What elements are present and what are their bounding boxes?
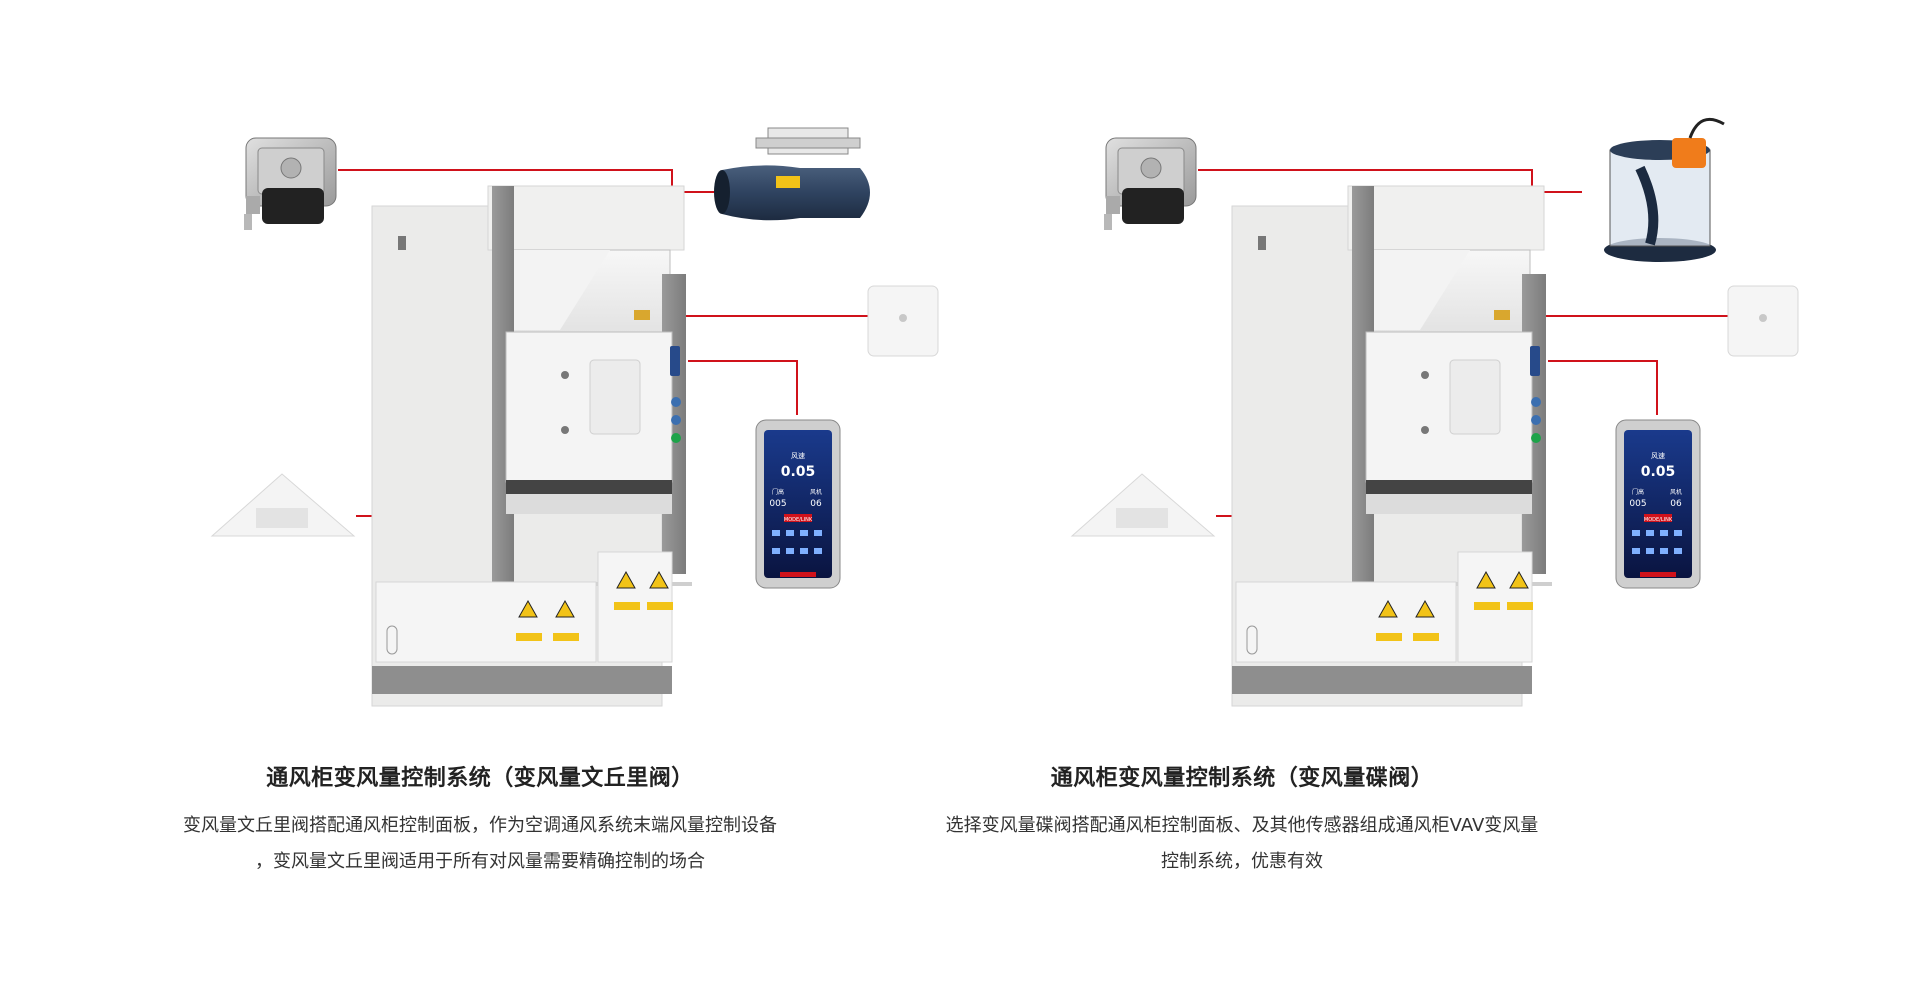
controller-door-value: 005 xyxy=(1629,499,1646,509)
controller-door-label: 门高 xyxy=(1632,488,1644,496)
presence-sensor-icon xyxy=(210,473,356,537)
description-butterfly-line2: 控制系统，优惠有效 xyxy=(1161,851,1323,872)
description-butterfly-line1: 选择变风量碟阀搭配通风柜控制面板、及其他传感器组成通风柜VAV变风量 xyxy=(945,815,1539,836)
differential-pressure-sensor-icon xyxy=(1104,137,1197,230)
panel-butterfly: 风速 0.05 门高 风机 005 06 MODE/LINK 通风柜变风量控制系… xyxy=(860,0,1820,1000)
controller-door-value: 005 xyxy=(769,499,786,509)
diagram-venturi-system: 风速 0.05 门高 风机 005 06 MODE/LINK xyxy=(210,127,939,707)
controller-mode-button: MODE/LINK xyxy=(1644,517,1673,523)
controller-reading-label: 风速 xyxy=(1651,452,1665,460)
panel-venturi: 风速 0.05 门高 风机 005 06 MODE/LINK 通风柜变风量控制系… xyxy=(100,127,939,880)
title-venturi: 通风柜变风量控制系统（变风量文丘里阀） xyxy=(266,766,694,791)
fume-hood-cabinet xyxy=(1231,185,1552,707)
differential-pressure-sensor-icon xyxy=(244,137,337,230)
caption-venturi: 通风柜变风量控制系统（变风量文丘里阀） 变风量文丘里阀搭配通风柜控制面板，作为空… xyxy=(100,760,860,880)
controller-door-label: 门高 xyxy=(772,488,784,496)
control-panel-device: 风速 0.05 门高 风机 005 06 MODE/LINK xyxy=(755,419,841,589)
venturi-valve-icon xyxy=(714,127,870,221)
title-butterfly: 通风柜变风量控制系统（变风量碟阀） xyxy=(1050,766,1434,791)
airflow-sensor-icon xyxy=(1727,285,1799,357)
controller-reading-label: 风速 xyxy=(791,452,805,460)
controller-mode-button: MODE/LINK xyxy=(784,517,813,523)
controller-fan-label: 风机 xyxy=(1670,488,1682,496)
airflow-sensor-icon xyxy=(867,285,939,357)
controller-fan-value: 06 xyxy=(1670,499,1682,509)
diagram-butterfly-system: 风速 0.05 门高 风机 005 06 MODE/LINK xyxy=(1070,117,1799,707)
fume-hood-cabinet xyxy=(371,185,692,707)
butterfly-valve-icon xyxy=(1604,117,1725,262)
controller-fan-label: 风机 xyxy=(810,488,822,496)
description-venturi-line1: 变风量文丘里阀搭配通风柜控制面板，作为空调通风系统末端风量控制设备 xyxy=(183,815,777,836)
caption-butterfly: 通风柜变风量控制系统（变风量碟阀） 选择变风量碟阀搭配通风柜控制面板、及其他传感… xyxy=(862,760,1622,880)
control-panel-device: 风速 0.05 门高 风机 005 06 MODE/LINK xyxy=(1615,419,1701,589)
controller-reading-value: 0.05 xyxy=(781,464,816,480)
controller-reading-value: 0.05 xyxy=(1641,464,1676,480)
description-venturi-line2: ，变风量文丘里阀适用于所有对风量需要精确控制的场合 xyxy=(255,851,705,872)
presence-sensor-icon xyxy=(1070,473,1216,537)
controller-fan-value: 06 xyxy=(810,499,822,509)
